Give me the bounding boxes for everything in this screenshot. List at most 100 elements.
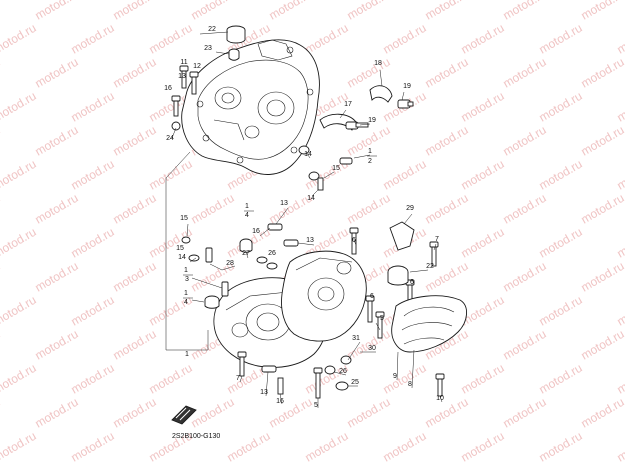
watermark-text: motod.ru [33,327,81,363]
callout-number: 13 [306,237,314,244]
watermark-text: motod.ru [537,361,585,397]
callout-number: 19 [403,83,411,90]
callout-number: 19 [368,117,376,124]
dowel-and-gasket-upper [298,145,353,191]
watermark-text: motod.ru [579,191,625,227]
callout-number: 24 [166,135,174,142]
watermark-text: motod.ru [501,395,549,431]
watermark-text: motod.ru [303,361,351,397]
watermark-text: motod.ru [615,429,625,465]
watermark-text: motod.ru [537,21,585,57]
watermark-text: motod.ru [501,191,549,227]
watermark-text: motod.ru [501,327,549,363]
model-badge-icon [171,405,197,425]
watermark-text: motod.ru [69,361,117,397]
callout-number: 5 [314,402,318,409]
watermark-text: motod.ru [0,395,3,431]
watermark-text: motod.ru [0,191,3,227]
callout-number: 17 [344,101,352,108]
watermark-text: motod.ru [0,293,39,329]
watermark-text: motod.ru [69,89,117,125]
diagram-code-label: 2S2B100-G130 [172,433,220,440]
callout-number: 15 [180,215,188,222]
callout-number: 11 [180,59,187,66]
watermark-text: motod.ru [189,191,237,227]
callout-number: 16 [276,398,284,405]
callout-number: 1 [185,351,189,358]
callout-number: 26 [339,368,347,375]
watermark-text: motod.ru [615,21,625,57]
watermark-text: motod.ru [579,259,625,295]
watermark-text: motod.ru [345,0,393,23]
watermark-text: motod.ru [537,225,585,261]
callout-number: 25 [351,379,359,386]
watermark-text: motod.ru [147,21,195,57]
watermark-text: motod.ru [69,225,117,261]
watermark-text: motod.ru [459,429,507,465]
watermark-text: motod.ru [501,55,549,91]
watermark-text: motod.ru [111,259,159,295]
callout-number: 1 [245,203,249,210]
callout-number: 4 [245,212,249,219]
cover-bolts-left [171,65,199,131]
watermark-text: motod.ru [381,361,429,397]
watermark-text: motod.ru [615,225,625,261]
watermark-text: motod.ru [459,21,507,57]
watermark-text: motod.ru [615,361,625,397]
callout-number: 27 [242,250,250,257]
watermark-text: motod.ru [579,55,625,91]
callout-number: 14 [178,254,186,261]
watermark-text: motod.ru [423,191,471,227]
watermark-text: motod.ru [33,0,81,23]
callout-number: 13 [260,389,268,396]
watermark-text: motod.ru [0,0,3,23]
watermark-text: motod.ru [423,55,471,91]
callout-number: 1 [368,148,372,155]
watermark-text: motod.ru [381,157,429,193]
watermark-text: motod.ru [33,395,81,431]
watermark-text: motod.ru [33,123,81,159]
crankcase-right-half [281,250,367,342]
callout-number: 7 [435,236,439,243]
watermark-text: motod.ru [615,157,625,193]
watermark-text: motod.ru [579,123,625,159]
watermark-text: motod.ru [345,191,393,227]
watermark-text: motod.ru [0,259,3,295]
watermark-text: motod.ru [111,327,159,363]
watermark-text: motod.ru [0,21,39,57]
watermark-text: motod.ru [267,0,315,23]
callout-number: 7 [236,375,240,382]
watermark-text: motod.ru [537,89,585,125]
watermark-text: motod.ru [33,259,81,295]
watermark-text: motod.ru [0,361,39,397]
watermark-text: motod.ru [0,327,3,363]
plug-collar-23 [228,48,240,61]
watermark-text: motod.ru [0,225,39,261]
callout-number: 22 [208,26,216,33]
watermark-text: motod.ru [345,395,393,431]
callout-number: 22 [426,263,434,270]
callout-number: 15 [332,165,340,172]
callout-number: 3 [185,276,189,283]
callout-number: 1 [184,267,188,274]
callout-number: 16 [164,85,172,92]
callout-number: 30 [368,345,376,352]
watermark-text: motod.ru [537,293,585,329]
watermark-text: motod.ru [0,157,39,193]
watermark-text: motod.ru [189,395,237,431]
callout-number: 2 [368,158,372,165]
watermark-text: motod.ru [537,429,585,465]
watermark-text: motod.ru [189,0,237,23]
watermark-text: motod.ru [501,0,549,23]
watermark-text: motod.ru [147,157,195,193]
callout-number: 5 [380,315,384,322]
callout-number: 18 [374,60,382,67]
watermark-text: motod.ru [459,361,507,397]
watermark-text: motod.ru [111,0,159,23]
assembly-leader-lines-lower [186,207,443,408]
callout-number: 9 [393,373,397,380]
watermark-text: motod.ru [381,21,429,57]
callout-number: 6 [410,279,414,286]
callout-number: 23 [204,45,212,52]
watermark-text: motod.ru [69,429,117,465]
